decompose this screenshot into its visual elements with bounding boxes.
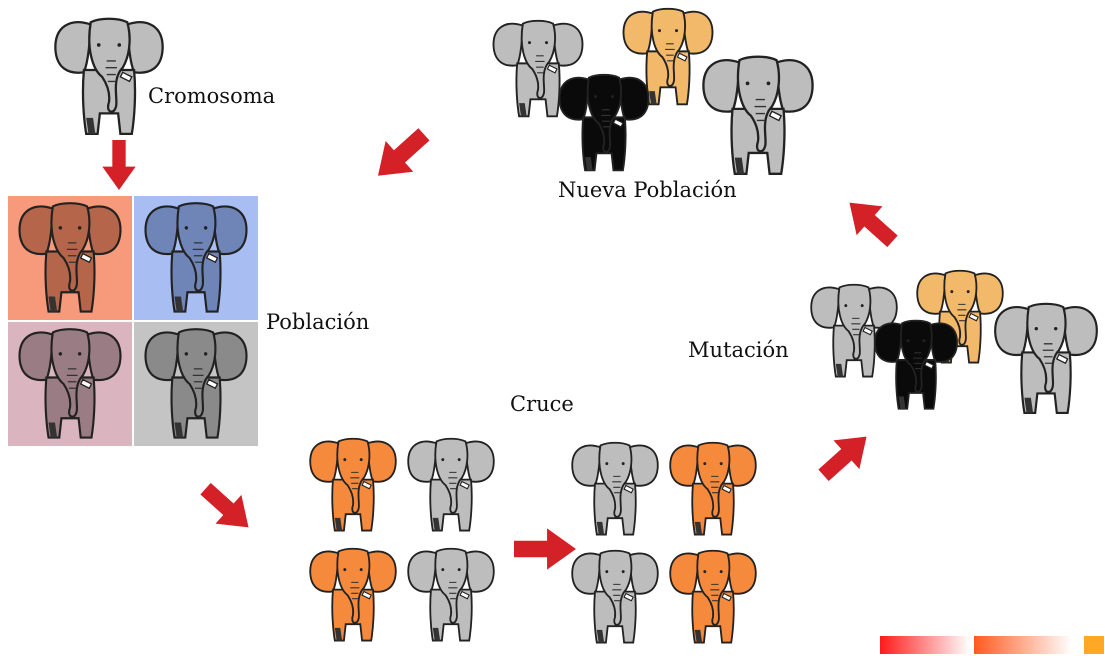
elephant-parent-gray-1 (404, 436, 498, 536)
arrow-to-poblacion (364, 119, 438, 192)
elephant-population-1 (12, 200, 128, 318)
elephant-population-3 (12, 326, 128, 444)
elephant-mutation-black (868, 318, 964, 414)
arrow-down (94, 140, 144, 190)
label-cruce: Cruce (510, 392, 574, 416)
footer-gradient-bar-red (880, 636, 970, 654)
arrow-to-mutacion (810, 422, 880, 491)
arrow-to-cruce (192, 474, 262, 543)
elephant-new-gray-large (700, 50, 816, 184)
elephant-parent-orange-1 (306, 436, 400, 536)
label-cromosoma: Cromosoma (148, 84, 275, 108)
elephant-offspring-4 (666, 548, 760, 648)
elephant-parent-gray-2 (404, 546, 498, 646)
elephant-offspring-3 (568, 548, 662, 648)
elephant-population-4 (138, 326, 254, 444)
label-mutacion: Mutación (688, 338, 789, 362)
elephant-mutation-gray-large (992, 300, 1100, 420)
footer-gradient-bar-orange (974, 636, 1072, 654)
arrow-to-nueva-poblacion (836, 188, 906, 257)
label-poblacion: Población (266, 310, 369, 334)
elephant-new-black (552, 72, 656, 176)
elephant-parent-orange-2 (306, 546, 400, 646)
elephant-offspring-2 (666, 440, 760, 540)
elephant-chromosome (52, 14, 166, 142)
elephant-offspring-1 (568, 440, 662, 540)
footer-square-yellow (1084, 636, 1104, 654)
arrow-to-offspring (514, 528, 576, 570)
label-nueva-poblacion: Nueva Población (558, 178, 737, 202)
elephant-population-2 (138, 200, 254, 318)
